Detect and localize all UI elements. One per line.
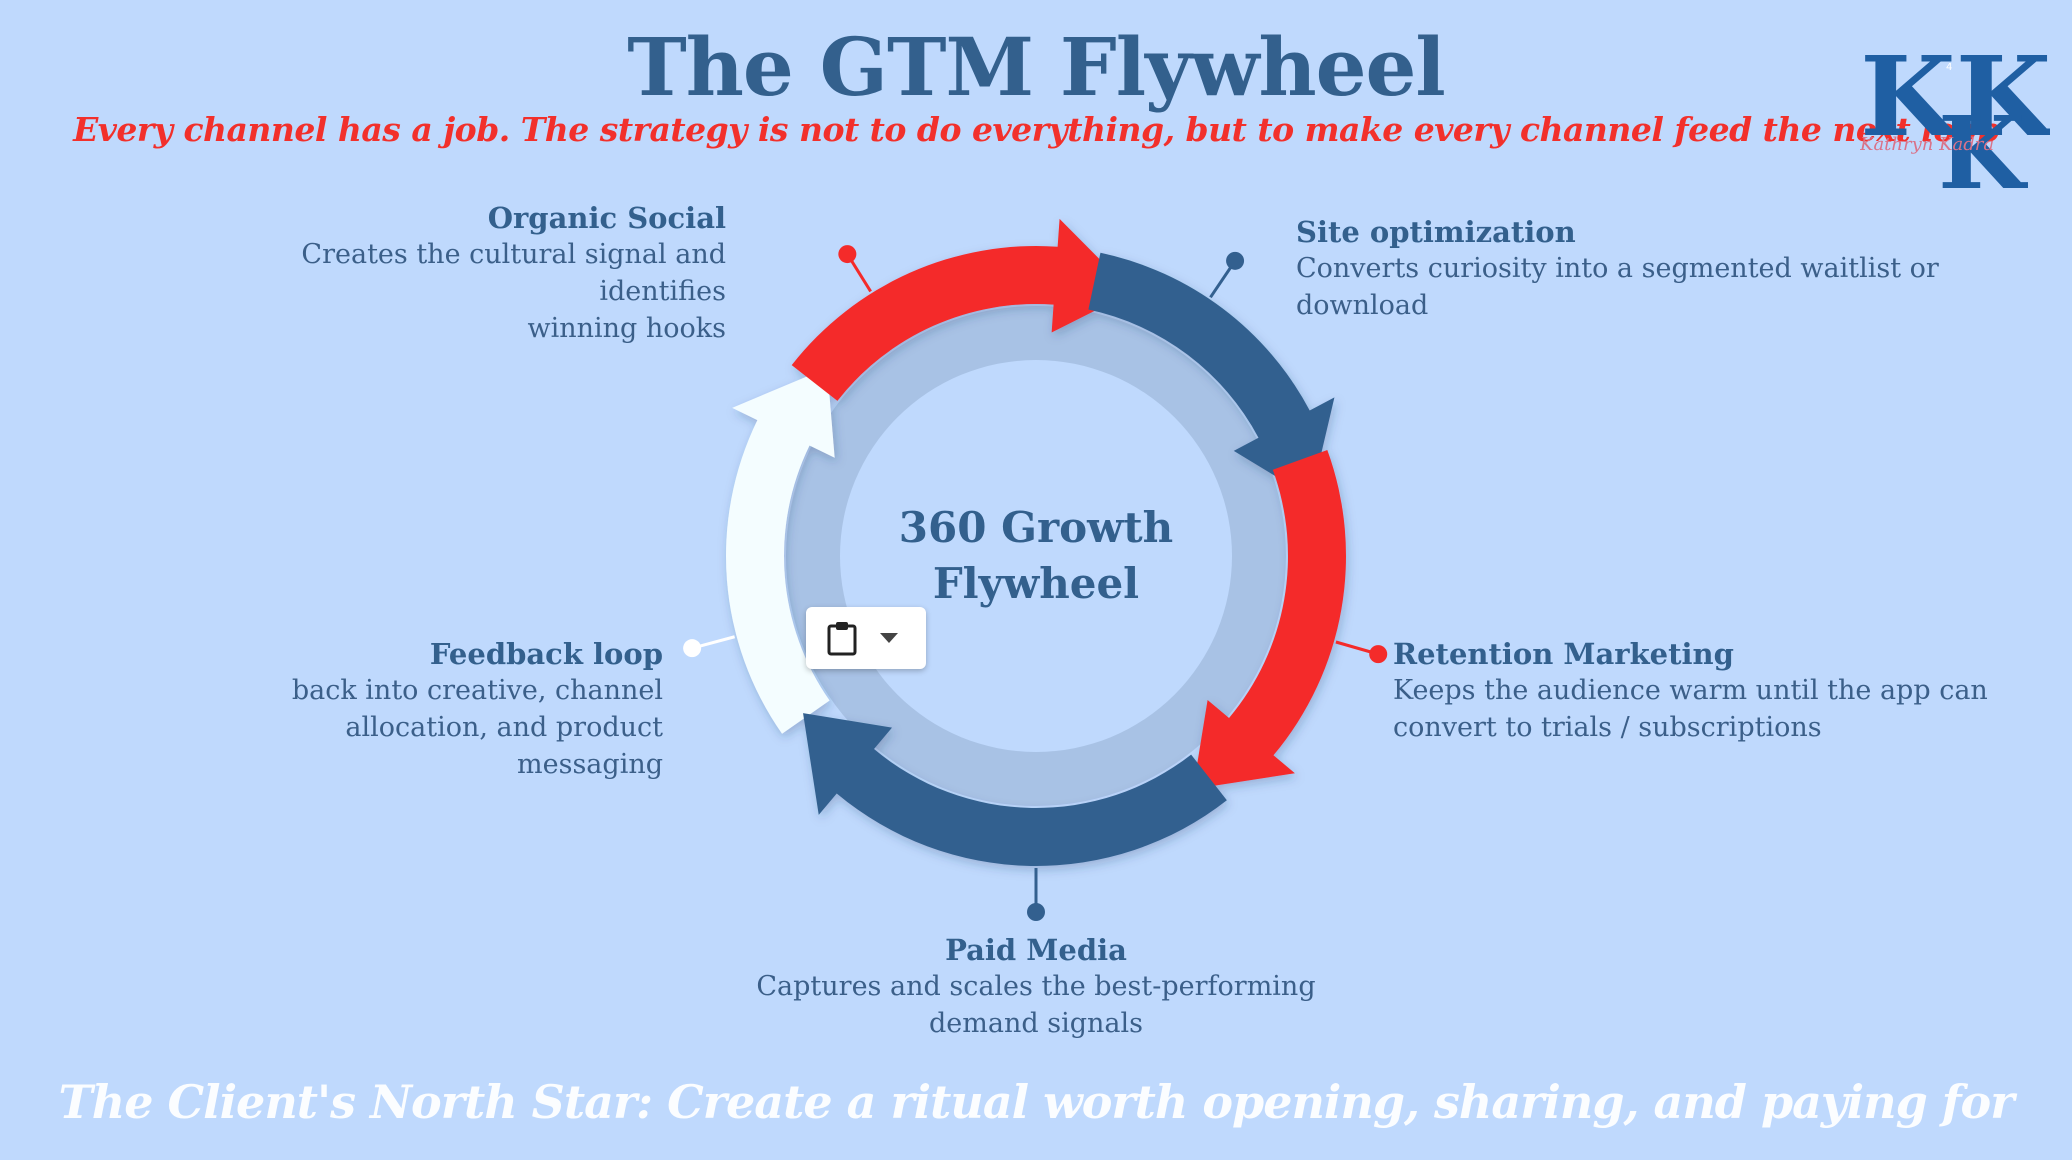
connector-paid-media-dot [1027,903,1045,921]
logo-tiny-mark: 4 [1946,62,1952,73]
organic-social-title: Organic Social [487,201,726,235]
footer-north-star: The Client's North Star: Create a ritual… [58,1075,2015,1129]
arrow-organic-social [791,218,1133,401]
clipboard-icon [827,622,857,656]
connector-organic-social-dot [838,245,857,264]
connector-retention-marketing-dot [1369,645,1388,664]
center-line-2: Flywheel [932,559,1140,608]
brand-logo: KK K Kathryn Kadra 4 [1859,30,2055,212]
paid-media-desc-1: Captures and scales the best-performing [756,971,1316,1002]
connector-site-optimization-dot [1226,251,1245,270]
paid-media-desc-2: demand signals [929,1008,1143,1039]
retention-marketing-title: Retention Marketing [1393,637,1734,671]
feedback-loop-desc-1: back into creative, channel [291,675,663,706]
logo-signature: Kathryn Kadra [1860,134,1994,155]
page-title: The GTM Flywheel [627,20,1446,114]
page-subtitle: Every channel has a job. The strategy is… [73,110,1999,149]
node-retention-marketing: Retention Marketing Keeps the audience w… [1393,636,2053,746]
feedback-loop-desc-2: allocation, and product [345,712,663,743]
arrow-feedback-loop [726,367,835,734]
site-optimization-desc-1: Converts curiosity into a segmented wait… [1296,253,1939,321]
flywheel-center-label: 360 Growth Flywheel [836,500,1236,612]
paste-options-button[interactable] [806,607,926,669]
inner-disc [840,360,1232,752]
retention-marketing-desc-1: Keeps the audience warm until the app ca… [1393,675,1988,706]
node-site-optimization: Site optimization Converts curiosity int… [1296,214,2056,324]
logo-letter-k-left: KK [1860,32,2050,161]
arrow-retention-marketing [1193,449,1346,789]
logo-letter-k-right: K [1938,94,2028,200]
arrow-site-optimization [1088,252,1335,498]
node-organic-social: Organic Social Creates the cultural sign… [200,200,726,347]
node-paid-media: Paid Media Captures and scales the best-… [736,932,1336,1042]
arrow-paid-media [803,713,1227,866]
feedback-loop-desc-3: messaging [517,749,663,780]
caret-down-icon[interactable] [880,633,898,643]
paid-media-title: Paid Media [945,933,1127,967]
organic-social-desc-1: Creates the cultural signal and identifi… [301,239,726,307]
connector-feedback-loop-dot [683,639,702,658]
organic-social-desc-2: winning hooks [527,313,726,344]
site-optimization-title: Site optimization [1296,215,1576,249]
retention-marketing-desc-2: convert to trials / subscriptions [1393,712,1822,743]
center-line-1: 360 Growth [898,503,1174,552]
feedback-loop-title: Feedback loop [429,637,663,671]
node-feedback-loop: Feedback loop back into creative, channe… [260,636,663,783]
